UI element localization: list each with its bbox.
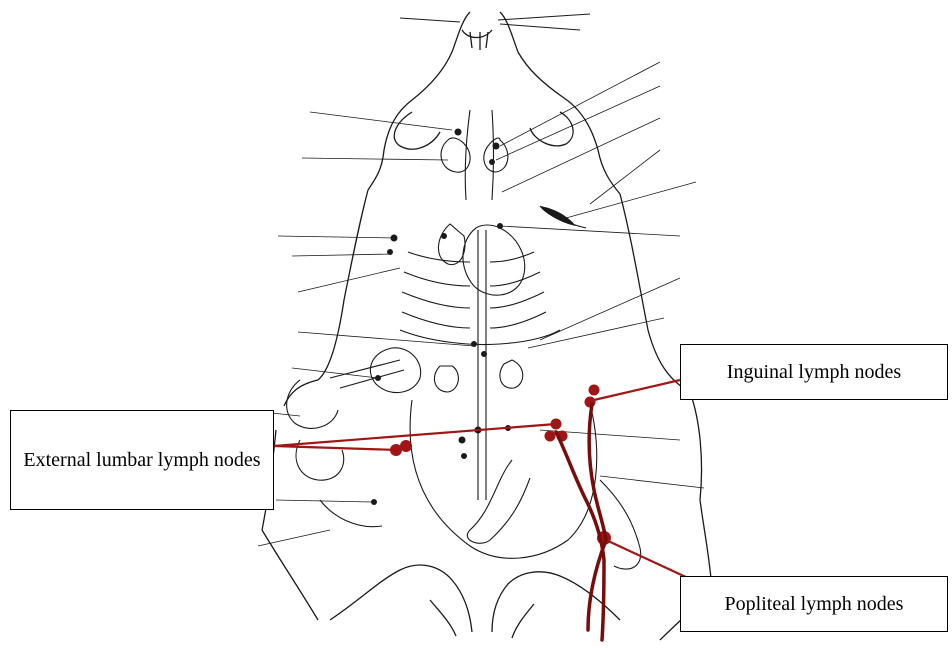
external-lumbar-node-left-b (400, 440, 412, 452)
whiskers (400, 14, 590, 30)
rat-body-outline (262, 12, 712, 640)
popliteal-lymph-nodes-label: Popliteal lymph nodes (680, 576, 948, 632)
popliteal-label-text: Popliteal lymph nodes (725, 589, 904, 619)
leader-lines (258, 62, 704, 546)
inguinal-pointer (594, 380, 680, 400)
popliteal-pointer (606, 540, 688, 578)
lumbar-pointer-right (274, 424, 556, 446)
inguinal-node-upper (589, 385, 600, 396)
inguinal-lymph-nodes-label: Inguinal lymph nodes (680, 344, 948, 400)
external-lumbar-node-right-b (545, 431, 556, 442)
lumbar-pointer-left (274, 446, 398, 450)
inguinal-label-text: Inguinal lymph nodes (727, 357, 901, 387)
external-lumbar-lymph-nodes-label: External lumbar lymph nodes (10, 410, 274, 510)
highlighted-nodes (390, 385, 611, 546)
external-lumbar-label-text: External lumbar lymph nodes (23, 445, 260, 475)
